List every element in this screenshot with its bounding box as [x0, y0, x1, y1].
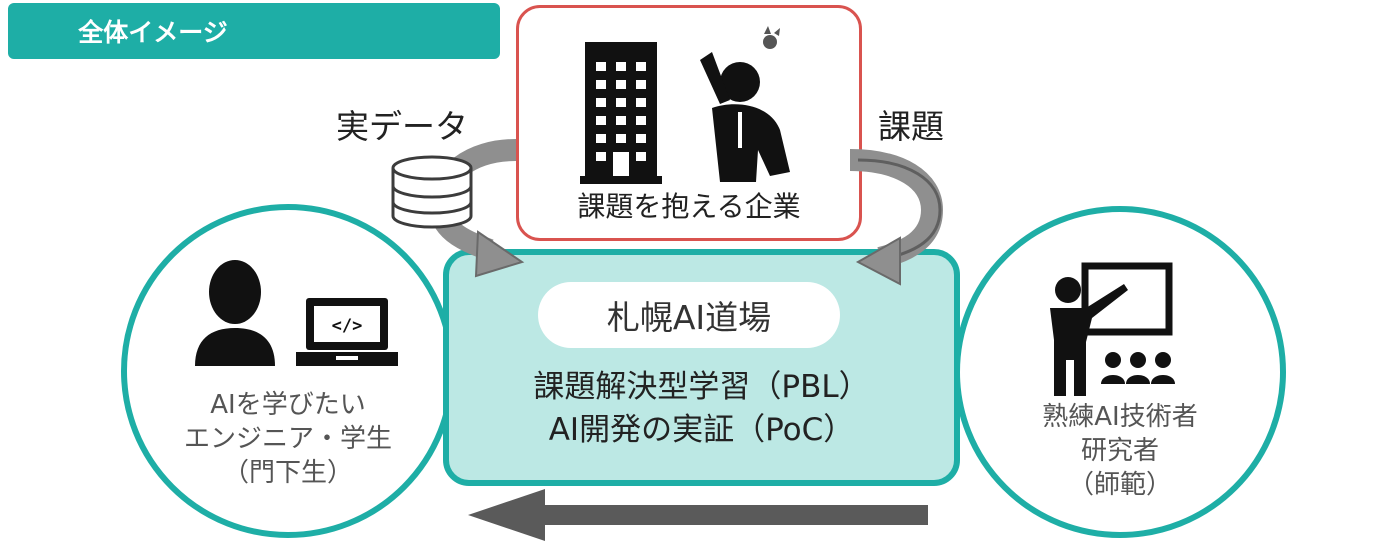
laptop-code-icon: </> — [296, 298, 398, 366]
dojo-line-poc: AI開発の実証（PoC） — [548, 412, 855, 448]
svg-text:</>: </> — [332, 316, 363, 336]
bottom-flow-arrow — [468, 489, 928, 541]
person-icon — [195, 260, 275, 366]
problem-flow-arrow — [849, 149, 944, 286]
page-title: 全体イメージ — [78, 18, 228, 47]
mentor-line-1: 熟練AI技術者 — [1042, 402, 1198, 432]
learner-line-3: （門下生） — [222, 458, 353, 488]
mentor-line-3: （師範） — [1067, 470, 1172, 500]
mentor-circle — [954, 206, 1286, 538]
header-tab — [8, 3, 500, 59]
dojo-description: 課題解決型学習（PBL） AI開発の実証（PoC） — [443, 366, 960, 452]
data-label: 実データ — [336, 107, 468, 146]
dojo-name: 札幌AI道場 — [538, 282, 840, 348]
learner-label: AIを学びたい エンジニア・学生 （門下生） — [121, 388, 455, 490]
dojo-line-pbl: 課題解決型学習（PBL） — [533, 369, 870, 405]
learner-line-2: エンジニア・学生 — [183, 424, 392, 454]
problem-label: 課題 — [878, 107, 944, 146]
company-label: 課題を抱える企業 — [577, 190, 801, 223]
company-box — [516, 5, 862, 241]
troubled-person-icon — [700, 26, 790, 182]
mentor-line-2: 研究者 — [1080, 436, 1159, 466]
building-icon — [580, 42, 662, 184]
mentor-label: 熟練AI技術者 研究者 （師範） — [954, 400, 1286, 502]
teacher-icon — [1050, 262, 1175, 396]
database-icon — [391, 155, 473, 229]
learner-line-1: AIを学びたい — [210, 390, 366, 420]
